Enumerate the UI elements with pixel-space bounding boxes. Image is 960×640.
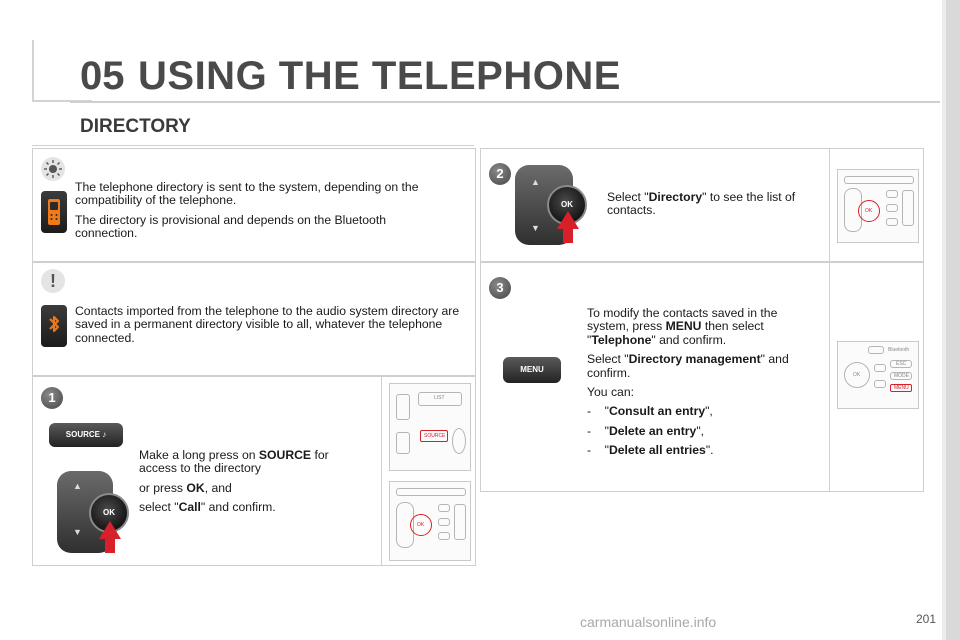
page-title: USING THE TELEPHONE <box>138 54 621 98</box>
watermark: carmanualsonline.info <box>580 614 717 630</box>
press-arrow-icon <box>99 521 121 539</box>
step2-badge: 2 <box>489 163 511 185</box>
phone-device-icon <box>41 191 67 233</box>
down-arrow-icon: ▼ <box>531 223 540 233</box>
step3-badge: 3 <box>489 277 511 299</box>
step1-line3: select "Call" and confirm. <box>139 500 276 515</box>
step1-panel: 1 SOURCE ♪ ▲ ▼ OK Make a long press on S… <box>32 376 476 566</box>
section-frame <box>32 106 474 146</box>
page-edge-bar <box>946 0 960 640</box>
up-arrow-icon: ▲ <box>73 481 82 491</box>
down-arrow-icon: ▼ <box>73 527 82 537</box>
sketch-menu-panel: Bluetooth OK ESC MODE MENU <box>837 341 919 409</box>
step3-option-3: - "Delete all entries". <box>587 443 714 458</box>
step2-panel: 2 ▲ ▼ OK Select "Directory" to see the l… <box>480 148 924 262</box>
warning-panel: ! Contacts imported from the telephone t… <box>32 262 476 376</box>
press-arrow-stem <box>563 227 573 243</box>
header-rule <box>70 101 940 103</box>
ok-knob-label: OK <box>103 508 115 517</box>
step1-badge: 1 <box>41 387 63 409</box>
step3-paragraph-1: To modify the contacts saved in the syst… <box>587 306 778 347</box>
page-number: 201 <box>915 612 936 626</box>
step3-paragraph-2: Select "Directory management" and confir… <box>587 352 789 380</box>
up-arrow-icon: ▲ <box>531 177 540 187</box>
sketch-ok-control: OK <box>837 169 919 243</box>
sketch-menu-label: MENU <box>894 385 909 391</box>
info-paragraph-1: The telephone directory is sent to the s… <box>75 180 419 208</box>
sketch-esc-label: ESC <box>896 361 907 367</box>
step3-option-2: - "Delete an entry", <box>587 423 705 438</box>
header-frame <box>32 40 92 102</box>
step3-option-1: - "Consult an entry", <box>587 404 713 419</box>
press-arrow-stem <box>105 537 115 553</box>
menu-button[interactable]: MENU <box>503 357 561 383</box>
step1-line1: Make a long press on SOURCE for access t… <box>139 448 329 476</box>
source-button-label: SOURCE <box>65 430 100 439</box>
sketch-ok-label: OK <box>865 208 873 214</box>
menu-button-label: MENU <box>520 365 544 374</box>
step3-paragraph-3: You can: <box>587 385 634 400</box>
sketch-ok-label: OK <box>853 372 861 378</box>
info-panel: The telephone directory is sent to the s… <box>32 148 476 262</box>
sketch-ok-control: OK <box>389 481 471 561</box>
source-button[interactable]: SOURCE ♪ <box>49 423 123 447</box>
page-edge-tab <box>942 0 946 640</box>
bluetooth-icon <box>41 305 67 347</box>
exclamation-icon: ! <box>41 269 65 293</box>
sketch-mode-label: MODE <box>894 373 909 379</box>
sketch-ok-label: OK <box>417 522 425 528</box>
step3-panel: 3 MENU To modify the contacts saved in t… <box>480 262 924 492</box>
step1-line2: or press OK, and <box>139 480 232 495</box>
sketch-source-label: SOURCE <box>424 433 446 439</box>
info-paragraph-2: The directory is provisional and depends… <box>75 212 386 241</box>
step2-text: Select "Directory" to see the list of co… <box>607 190 796 218</box>
sketch-list-label: LIST <box>434 395 445 401</box>
press-arrow-icon <box>557 211 579 229</box>
sketch-source-panel: LIST SOURCE <box>389 383 471 471</box>
light-bulb-icon <box>41 157 65 181</box>
sketch-bluetooth-label: Bluetooth <box>888 347 910 353</box>
section-title: DIRECTORY <box>80 116 191 137</box>
ok-knob-label: OK <box>561 200 573 209</box>
warning-text: Contacts imported from the telephone to … <box>75 304 460 345</box>
chapter-number: 05 <box>80 54 125 98</box>
